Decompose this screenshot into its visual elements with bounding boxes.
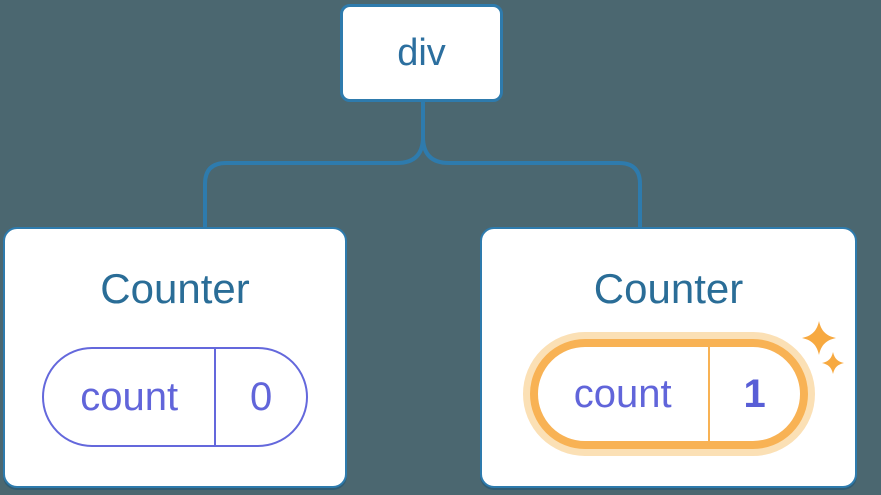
state-value: 1 <box>743 371 766 416</box>
state-value: 0 <box>250 374 273 419</box>
state-pill-highlighted: count 1 <box>529 339 808 449</box>
counter-title: Counter <box>593 265 744 312</box>
sparkles-icon <box>802 321 844 374</box>
root-node-label: div <box>397 31 446 74</box>
state-name: count <box>44 349 217 445</box>
counter-card-right: Counter count 1 <box>480 227 857 488</box>
counter-card-left: Counter count 0 <box>3 227 347 488</box>
state-pill: count 0 <box>42 347 308 447</box>
state-name: count <box>538 347 710 441</box>
root-node-div: div <box>340 4 503 102</box>
counter-title: Counter <box>100 265 250 312</box>
